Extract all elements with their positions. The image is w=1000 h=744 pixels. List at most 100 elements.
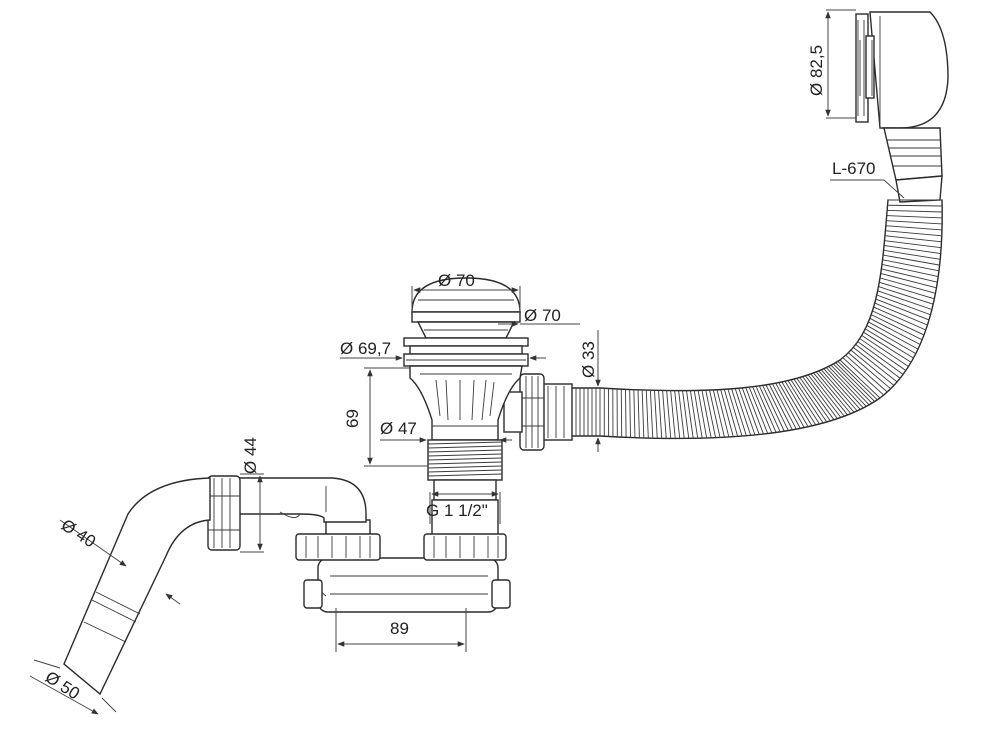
- hose-rib: [855, 344, 901, 379]
- hose-rib: [857, 341, 904, 375]
- overflow-neck: [883, 127, 943, 203]
- hose-rib: [859, 338, 907, 371]
- hose-rib: [850, 349, 895, 386]
- drain-flange: [403, 337, 529, 367]
- hose-rib: [818, 370, 855, 413]
- hose-rib: [712, 389, 725, 438]
- hose-rib: [666, 390, 672, 439]
- hose-rib: [866, 325, 917, 354]
- hose-rib: [887, 209, 943, 213]
- label-dia-82-5: Ø 82,5: [807, 45, 826, 96]
- thread-line: [427, 457, 503, 461]
- hose-rib: [693, 390, 703, 439]
- hose-rib: [839, 359, 881, 399]
- hose-rib: [658, 390, 663, 439]
- hose-rib: [833, 363, 873, 404]
- hose-rib: [884, 235, 942, 243]
- hose-rib: [823, 368, 861, 410]
- label-dia-40: Ø 40: [58, 515, 99, 551]
- hose-rib: [876, 294, 931, 316]
- hose-rib: [880, 273, 937, 289]
- label-dia-70-side: Ø 70: [524, 306, 561, 325]
- hose-rib: [641, 390, 645, 439]
- hose-rib: [654, 390, 658, 439]
- outlet-pipe: [63, 477, 211, 696]
- hose-rib: [830, 364, 870, 406]
- hose-rib: [853, 347, 898, 383]
- hose-rib: [885, 225, 942, 231]
- dim-82-5: [825, 9, 856, 119]
- hose-rib: [678, 390, 685, 439]
- hose-rib: [674, 390, 681, 439]
- hose-rib: [877, 290, 933, 310]
- label-dia-47: Ø 47: [380, 419, 417, 438]
- hose-rib: [869, 317, 921, 345]
- dim-l-670: [830, 179, 905, 199]
- thread-line: [427, 473, 503, 477]
- hose-rib: [878, 286, 934, 305]
- hose-rib: [820, 369, 858, 412]
- hose-rib: [705, 390, 717, 438]
- hose-rib: [886, 215, 943, 219]
- hose-rib: [682, 390, 690, 439]
- hose-rib: [815, 371, 852, 414]
- hose-rib: [745, 387, 764, 435]
- thread-line: [427, 465, 503, 469]
- hose-rib: [697, 390, 708, 439]
- hose-rib: [872, 310, 925, 336]
- hose-rib: [873, 306, 926, 331]
- hose-rib: [793, 378, 824, 424]
- label-dia-33: Ø 33: [579, 341, 598, 378]
- hose-rib: [861, 335, 909, 367]
- hose-rib: [825, 367, 864, 409]
- hose-rib: [727, 388, 743, 437]
- hose-rib: [883, 254, 940, 266]
- hose-rib: [870, 314, 923, 341]
- hose-rib: [645, 390, 649, 439]
- left-union-nut: [295, 519, 381, 561]
- hose-rib: [738, 388, 756, 436]
- hose-rib: [701, 390, 712, 438]
- hose-rib: [775, 383, 801, 429]
- hose-rib: [835, 362, 876, 402]
- label-dia-69-7: Ø 69,7: [340, 339, 391, 358]
- hose-rib: [731, 388, 747, 436]
- right-union-nut: [423, 499, 507, 561]
- hose-rib: [865, 328, 914, 359]
- hose-rib: [868, 321, 919, 350]
- hose-rib: [807, 374, 842, 418]
- drain-thread: [427, 439, 503, 501]
- hose-rib: [748, 387, 769, 434]
- hose-rib: [649, 390, 654, 439]
- thread-line: [427, 449, 503, 453]
- hose-rib: [799, 377, 831, 422]
- hose-rib: [689, 390, 699, 439]
- hose-rib: [720, 389, 734, 437]
- dim-89: [335, 608, 467, 652]
- dim-70-top: [411, 286, 521, 312]
- hose-rib: [863, 331, 912, 363]
- dim-50: [29, 659, 117, 715]
- hose-rib: [734, 388, 752, 436]
- thread-line: [427, 469, 503, 473]
- hose-rib: [813, 372, 848, 416]
- hose-fitting: [503, 373, 573, 451]
- hose-rib: [805, 375, 838, 419]
- outlet-elbow: [207, 475, 367, 551]
- hose-rib: [772, 383, 797, 430]
- hose-rib: [875, 298, 930, 321]
- hose-rib: [662, 390, 667, 439]
- label-thread: G 1 1/2": [426, 501, 488, 520]
- label-dia-44: Ø 44: [241, 437, 260, 474]
- hose-rib: [755, 386, 777, 433]
- hose-rib: [881, 263, 939, 277]
- hose-rib: [768, 384, 793, 431]
- label-h-69: 69: [343, 409, 362, 428]
- hose-rib: [790, 379, 820, 425]
- hose-rib: [784, 381, 813, 427]
- overflow-cover: [855, 11, 949, 129]
- hose-rib: [845, 354, 888, 393]
- hose-rib: [686, 390, 694, 439]
